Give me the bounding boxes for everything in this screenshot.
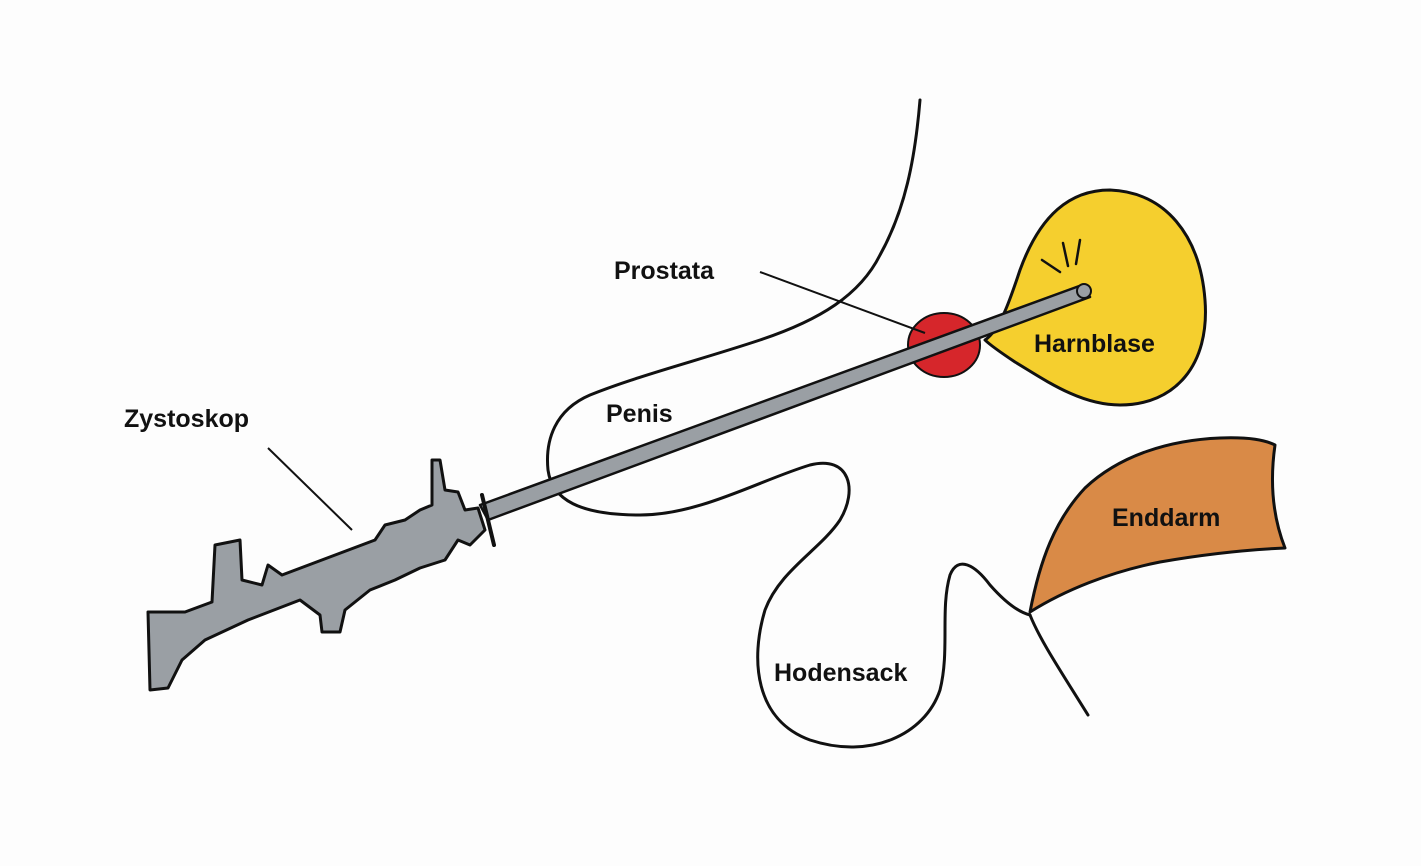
label-hodensack: Hodensack	[774, 661, 907, 686]
label-prostata: Prostata	[614, 259, 714, 284]
zystoskop-leader	[268, 448, 352, 530]
label-harnblase: Harnblase	[1034, 332, 1155, 357]
perineum-line	[1030, 615, 1088, 715]
label-zystoskop: Zystoskop	[124, 407, 249, 432]
label-penis: Penis	[606, 402, 673, 427]
zystoskop-shaft	[480, 285, 1090, 520]
prostata-leader	[760, 272, 925, 333]
label-enddarm: Enddarm	[1112, 506, 1220, 531]
harnblase-shape	[985, 190, 1205, 405]
zystoskop-tip	[1077, 284, 1091, 298]
